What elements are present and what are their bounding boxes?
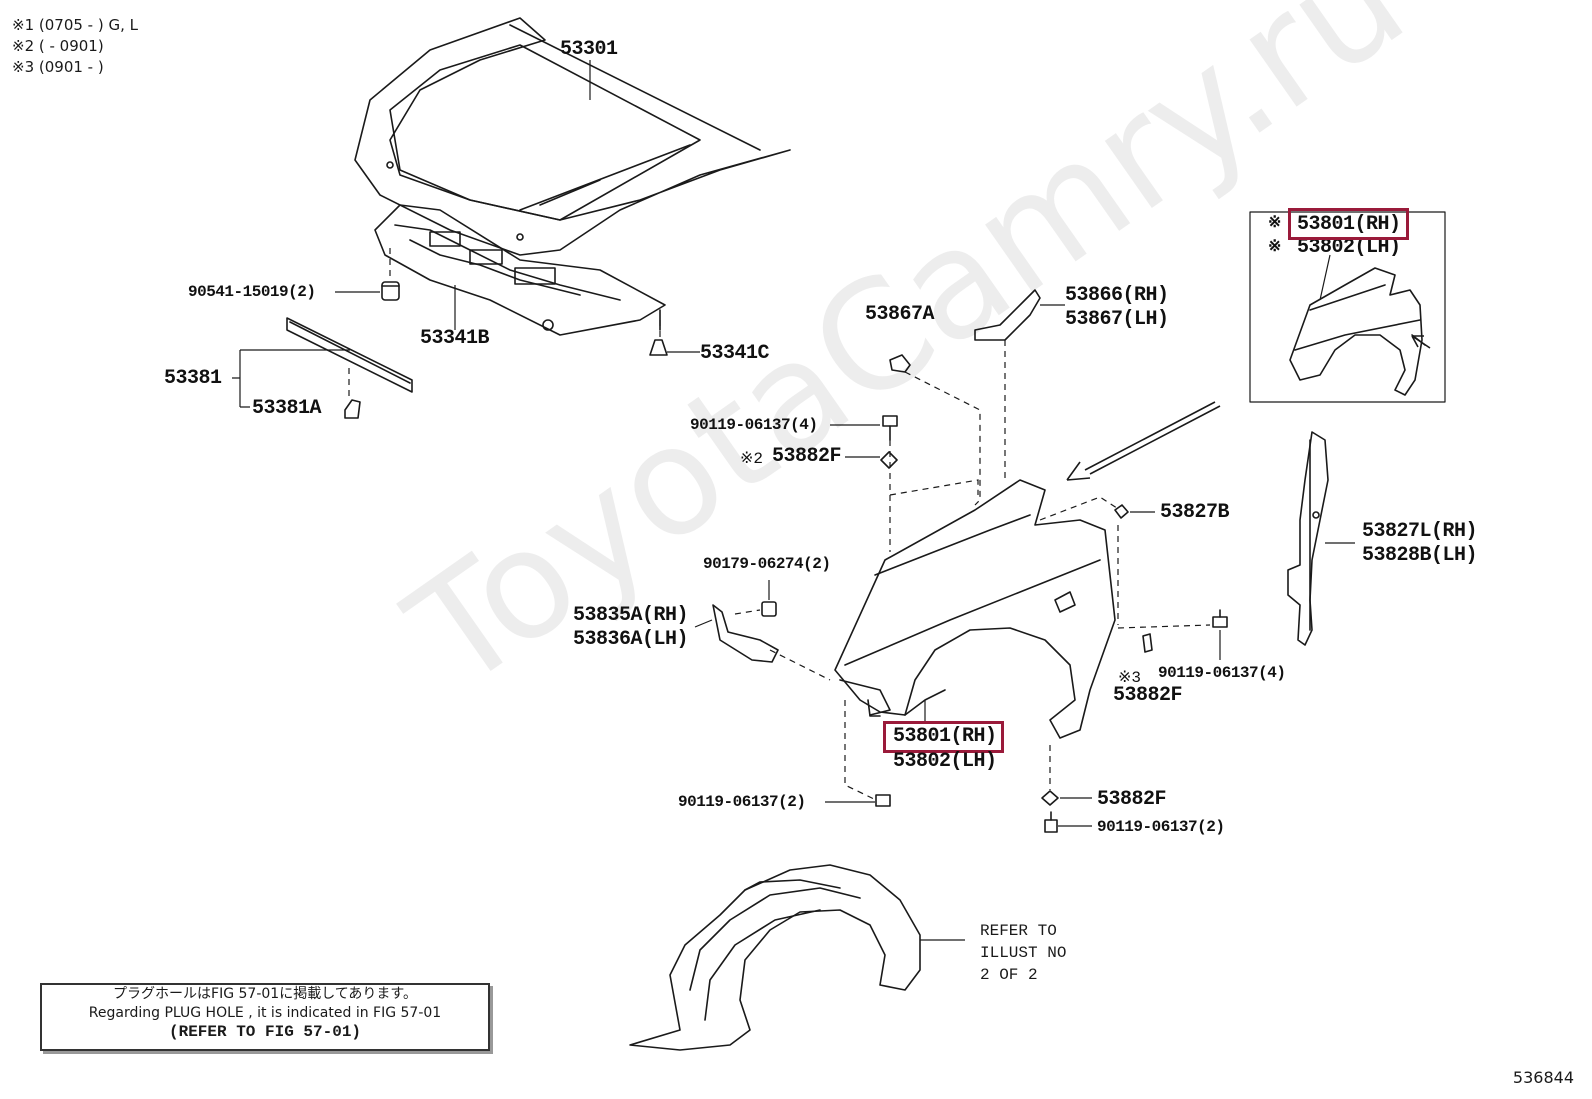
- hood-insulator-drawing: [374, 204, 666, 336]
- legend-line-1: ※1 (0705 - ) G, L: [12, 16, 138, 34]
- dash-nut: [734, 609, 761, 615]
- label-bolt-bottom-left[interactable]: 90119-06137(2): [678, 793, 806, 811]
- inset-mark-1: ※: [1268, 214, 1281, 232]
- fender-bracket-drawing: [974, 289, 1041, 341]
- hood-clip-drawing: [649, 339, 668, 356]
- bolt-right-drawing: [1212, 609, 1228, 628]
- highlight-fender-rh: [883, 721, 1004, 753]
- dash-53827b: [1039, 496, 1121, 521]
- fender-brace-drawing: [712, 604, 779, 663]
- label-bolt-top[interactable]: 90119-06137(4): [690, 416, 818, 434]
- washer-top-drawing: [880, 451, 898, 469]
- label-inset-fender-lh[interactable]: 53802(LH): [1297, 236, 1401, 259]
- label-fender-seal-lh[interactable]: 53828B(LH): [1362, 544, 1478, 567]
- label-hood[interactable]: 53301: [560, 38, 618, 61]
- arrow-main: [1066, 401, 1216, 481]
- dash-brace: [769, 649, 831, 681]
- leader-seal: [232, 349, 350, 408]
- refer-illust-text: REFER TO ILLUST NO 2 OF 2: [980, 922, 1067, 984]
- label-bolt-right[interactable]: 90119-06137(4): [1158, 664, 1286, 682]
- clip-b-drawing: [1114, 504, 1129, 519]
- dash-top-box: [889, 479, 979, 496]
- bolt-bottom-right-drawing: [1044, 811, 1058, 833]
- seal-drawing: [286, 317, 413, 393]
- fender-drawing: [834, 479, 1116, 739]
- label-clip-a[interactable]: 53867A: [865, 303, 935, 326]
- label-hood-clip[interactable]: 53341C: [700, 342, 770, 365]
- washer-right-drawing: [1142, 633, 1153, 653]
- legend-line-3: ※3 (0901 - ): [12, 58, 104, 76]
- legend-line-2: ※2 ( - 0901): [12, 37, 104, 55]
- clip-a-drawing: [889, 354, 911, 373]
- hood-drawing: [354, 17, 791, 256]
- inset-fender-drawing: [1289, 267, 1426, 396]
- label-brace-rh[interactable]: 53835A(RH): [573, 604, 689, 627]
- label-fender-seal-rh[interactable]: 53827L(RH): [1362, 520, 1478, 543]
- leader-inset: [1319, 254, 1331, 301]
- label-nut[interactable]: 90179-06274(2): [703, 555, 831, 573]
- washer-bottom-drawing: [1041, 790, 1059, 806]
- bolt-top-drawing: [882, 415, 898, 441]
- label-seal[interactable]: 53381: [164, 367, 222, 390]
- label-inset-fender-rh[interactable]: 53801(RH): [1297, 213, 1401, 236]
- dash-53867a: [904, 371, 981, 506]
- label-fender-lh[interactable]: 53802(LH): [893, 750, 997, 773]
- note-japanese: プラグホールはFIG 57-01に掲載してあります。: [113, 986, 417, 1002]
- seal-clip-drawing: [344, 399, 361, 419]
- dash-right-side: [1117, 525, 1211, 629]
- figure-number: 536844: [1512, 1068, 1574, 1087]
- inset-mark-2: ※: [1268, 238, 1281, 256]
- label-brace-lh[interactable]: 53836A(LH): [573, 628, 689, 651]
- label-bracket-rh[interactable]: 53866(RH): [1065, 284, 1169, 307]
- label-hood-insulator[interactable]: 53341B: [420, 327, 490, 350]
- label-fender-rh[interactable]: 53801(RH): [893, 725, 997, 748]
- label-bracket-lh[interactable]: 53867(LH): [1065, 308, 1169, 331]
- fender-seal-drawing: [1287, 431, 1329, 646]
- fender-liner-drawing: [629, 864, 921, 1051]
- hood-cushion-drawing: [381, 281, 400, 301]
- washer-right-mark: ※3: [1118, 669, 1142, 687]
- label-clip-b[interactable]: 53827B: [1160, 501, 1230, 524]
- leader-brace: [694, 619, 713, 628]
- note-reference-link[interactable]: (REFER TO FIG 57-01): [168, 1023, 362, 1041]
- plug-hole-note: プラグホールはFIG 57-01に掲載してあります。 Regarding PLU…: [40, 983, 490, 1051]
- note-english: Regarding PLUG HOLE , it is indicated in…: [88, 1005, 442, 1021]
- label-washer-right[interactable]: 53882F: [1113, 684, 1183, 707]
- nut-drawing: [761, 601, 777, 617]
- label-washer-bottom[interactable]: 53882F: [1097, 788, 1167, 811]
- label-hood-cushion[interactable]: 90541-15019(2): [188, 283, 316, 301]
- washer-top-mark: ※2: [740, 450, 764, 468]
- label-washer-top[interactable]: 53882F: [772, 445, 842, 468]
- inset-frame: [1249, 211, 1446, 403]
- label-seal-clip[interactable]: 53381A: [252, 397, 322, 420]
- arrow-inset: [1411, 335, 1431, 349]
- label-bolt-bottom-right[interactable]: 90119-06137(2): [1097, 818, 1225, 836]
- highlight-inset-fender-rh: [1288, 208, 1409, 240]
- bolt-bottom-left-drawing: [875, 794, 891, 807]
